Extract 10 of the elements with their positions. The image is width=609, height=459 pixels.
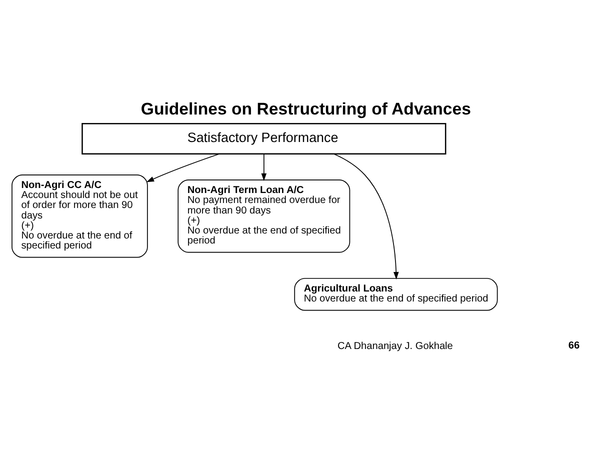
arrow — [334, 153, 399, 280]
node-box: Non-Agri Term Loan A/C No payment remained overdue for more than 90 days (+) No overdue at the end of specified period — [178, 179, 350, 252]
label: 66 — [568, 340, 580, 351]
arrow — [146, 152, 220, 182]
node-box: Non-Agri CC A/C Account should not be out of order for more than 90 days (+) No overdue at the end of specified period — [12, 174, 148, 258]
arrow — [261, 153, 267, 180]
diagram-title: Guidelines on Restructuring of Advances — [140, 98, 471, 118]
node-box: Satisfactory Performance — [82, 122, 446, 154]
node-box: Agricultural Loans No overdue at the end of specified period — [294, 277, 498, 310]
label: CA Dhananjay J. Gokhale — [338, 340, 453, 352]
